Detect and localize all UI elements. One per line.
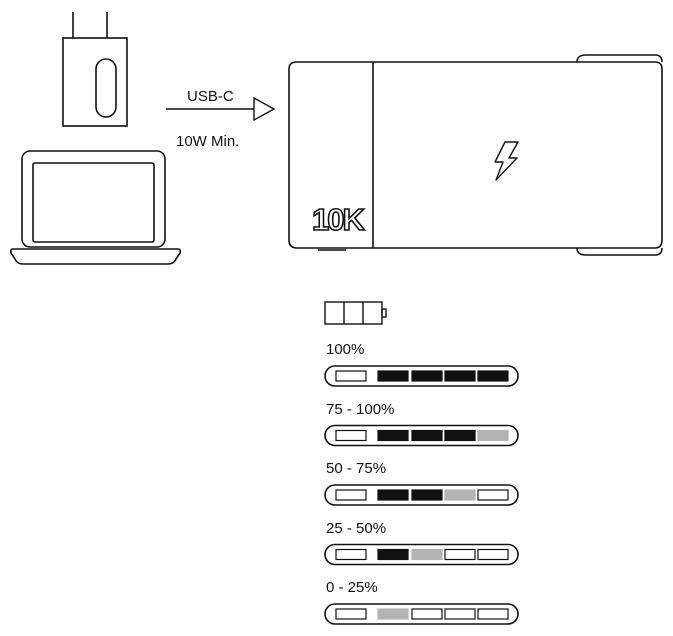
level-segment-off: [335, 429, 367, 442]
wall-charger-icon: [62, 12, 128, 127]
level-segment-on: [377, 489, 409, 501]
level-segment-blink: [377, 608, 409, 620]
level-segment-off: [335, 608, 367, 620]
level-label: 0 - 25%: [326, 579, 378, 596]
level-segment-on: [377, 370, 409, 382]
level-segment-on: [411, 429, 443, 442]
arrow-icon: [166, 96, 276, 122]
level-segment-on: [377, 429, 409, 442]
laptop-icon: [9, 150, 182, 265]
level-segment-on: [411, 370, 443, 382]
level-segment-off: [477, 548, 509, 561]
level-segment-off: [335, 370, 367, 382]
battery-icon: [324, 301, 387, 325]
level-segment-off: [444, 608, 476, 620]
lightning-icon: [494, 141, 519, 181]
level-segment-on: [477, 370, 509, 382]
power-label: 10W Min.: [176, 133, 240, 150]
level-label: 25 - 50%: [326, 519, 387, 537]
level-segment-on: [411, 489, 443, 501]
level-segment-off: [411, 608, 443, 620]
level-segment-off: [477, 489, 509, 501]
level-segment-off: [335, 489, 367, 501]
power-bank: [288, 54, 663, 256]
level-label: 100%: [326, 341, 365, 358]
level-segment-off: [335, 548, 367, 561]
capacity-mark: 10K: [311, 202, 365, 237]
charge-level-legend: [324, 365, 519, 625]
level-segment-on: [444, 429, 476, 442]
level-segment-blink: [444, 489, 476, 501]
level-segment-off: [477, 608, 509, 620]
level-segment-on: [377, 548, 409, 561]
level-label: 75 - 100%: [326, 400, 395, 418]
level-segment-on: [444, 370, 476, 382]
level-segment-blink: [411, 548, 443, 561]
port-label: USB-C: [187, 88, 234, 105]
level-label: 50 - 75%: [326, 460, 387, 477]
level-segment-blink: [477, 429, 509, 442]
level-segment-off: [444, 548, 476, 561]
